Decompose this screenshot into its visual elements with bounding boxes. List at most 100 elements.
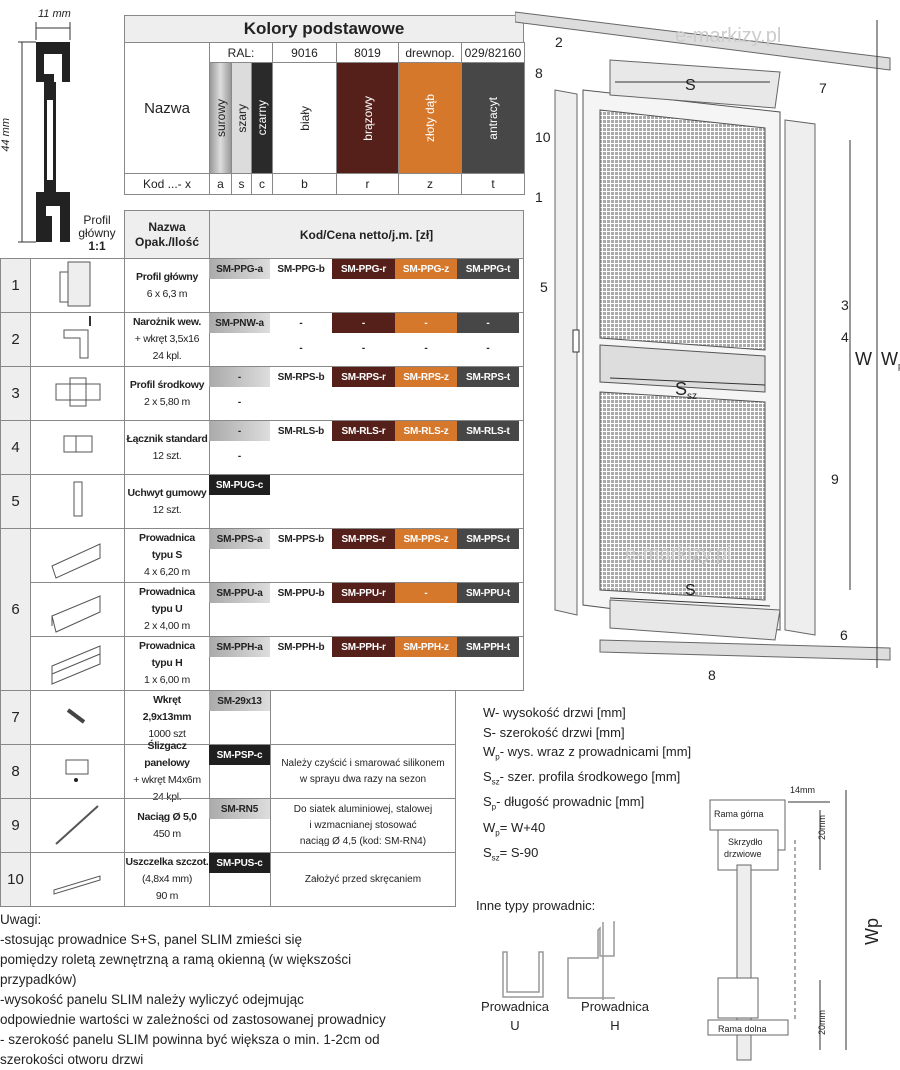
note-line: - szerokość panelu SLIM powinna być więk… (0, 1032, 380, 1047)
code-cell[interactable]: SM-PPG-a (209, 259, 270, 279)
svg-text:10: 10 (535, 129, 551, 145)
color-code: s (231, 173, 252, 195)
code-cell[interactable]: - (209, 367, 270, 387)
code-cell[interactable]: - (395, 583, 457, 603)
color-name: złoty dąb (423, 93, 437, 143)
row-number: 6 (0, 528, 31, 691)
color-name: biały (297, 105, 312, 131)
guide-u-icon (46, 580, 110, 639)
code-cell[interactable]: SM-PPG-b (270, 259, 332, 279)
code-cell[interactable]: SM-RPS-z (395, 367, 457, 387)
name-line: Prowadnica (139, 532, 195, 544)
svg-text:Skrzydło: Skrzydło (728, 837, 763, 847)
right-profile (784, 119, 816, 636)
middle-profile-icon (46, 364, 110, 423)
code-cell-secondary: - (237, 396, 242, 408)
svg-text:drzwiowe: drzwiowe (724, 849, 762, 859)
code-cell[interactable]: - (395, 313, 457, 333)
row-number: 10 (0, 852, 31, 907)
code-cell[interactable]: SM-PUS-c (209, 853, 270, 873)
code-cell[interactable]: SM-PPH-b (270, 637, 332, 657)
code-cell[interactable]: SM-PPG-z (395, 259, 457, 279)
guide-h-icon (46, 634, 110, 693)
svg-text:4: 4 (841, 329, 849, 345)
code-cell[interactable]: SM-PPH-r (332, 637, 395, 657)
code-cell[interactable]: SM-PPU-r (332, 583, 395, 603)
code-cell[interactable]: SM-RLS-b (270, 421, 332, 441)
code-cell[interactable]: SM-PPG-t (457, 259, 519, 279)
code-cell[interactable]: SM-RLS-r (332, 421, 395, 441)
item-image (30, 366, 125, 421)
profile-caption: Profil główny 1:1 (72, 214, 122, 253)
note-line: -stosując prowadnice S+S, panel SLIM zmi… (0, 932, 303, 947)
code-cell[interactable]: SM-RPS-t (457, 367, 519, 387)
upper-mesh (599, 109, 766, 351)
code-cell[interactable]: SM-RN5 (209, 799, 270, 819)
code-cell[interactable]: SM-PPS-t (457, 529, 519, 549)
brush-seal-icon (46, 850, 110, 909)
header-line: Nazwa (148, 219, 186, 234)
code-cell[interactable]: SM-PPS-r (332, 529, 395, 549)
color-swatch-r: brązowy (336, 62, 399, 174)
code-cell[interactable]: - (270, 313, 332, 333)
color-swatch-z: złoty dąb (398, 62, 462, 174)
code-cell[interactable]: SM-RPS-b (270, 367, 332, 387)
svg-text:2: 2 (555, 34, 563, 50)
code-cell[interactable]: SM-PPH-z (395, 637, 457, 657)
item-image (30, 582, 125, 637)
code-cell[interactable]: SM-PPG-r (332, 259, 395, 279)
middle-profile (599, 344, 766, 393)
top-guide-rail (515, 11, 891, 71)
item-name: Uszczelka szczot.(4,8x4 mm)90 m (124, 852, 210, 907)
note-line: pomiędzy roletą zewnętrzną a ramą okienn… (0, 952, 352, 967)
symbol-subscript: p (491, 802, 497, 812)
code-cell[interactable]: SM-PPH-a (209, 637, 270, 657)
color-swatch-s: szary (231, 62, 252, 174)
note-line: naciąg Ø 4,5 (kod: SM-RN4) (299, 835, 427, 847)
name-line: 2 x 4,00 m (143, 620, 191, 632)
code-cell[interactable]: - (457, 313, 519, 333)
code-cell[interactable]: - (332, 313, 395, 333)
svg-text:7: 7 (819, 80, 827, 96)
code-cell[interactable]: SM-PPS-b (270, 529, 332, 549)
label-line: Prowadnica (581, 999, 649, 1014)
code-cell[interactable]: SM-PNW-a (209, 313, 270, 333)
item-image (30, 798, 125, 853)
other-guides-title: Inne typy prowadnic: (476, 898, 596, 913)
name-line: 90 m (155, 890, 179, 902)
note-line: i wzmacnianej stosować (309, 819, 417, 831)
code-cell[interactable]: SM-PUG-c (209, 475, 270, 495)
description: - wysokość drzwi [mm] (495, 705, 626, 720)
code-cell[interactable]: SM-PPS-a (209, 529, 270, 549)
code-cell[interactable]: SM-29x13 (209, 691, 270, 711)
code-cell[interactable]: - (209, 421, 270, 441)
code-cell[interactable]: SM-PPS-z (395, 529, 457, 549)
code-cell[interactable]: SM-RLS-t (457, 421, 519, 441)
legend-item: Sp- długość prowadnic [mm] (483, 792, 691, 817)
code-cell-secondary: - (237, 450, 242, 462)
code-cell[interactable]: SM-PPH-t (457, 637, 519, 657)
code-cell[interactable]: SM-PPU-a (209, 583, 270, 603)
name-line: Prowadnica (139, 640, 195, 652)
code-cell[interactable]: SM-PPU-b (270, 583, 332, 603)
code-cell[interactable]: SM-PSP-c (209, 745, 270, 765)
note-line: Założyć przed skręcaniem (304, 873, 422, 885)
color-name: antracyt (486, 96, 500, 140)
left-profile (554, 89, 578, 616)
name-line: typu H (151, 657, 183, 669)
code-cell[interactable]: SM-PPU-t (457, 583, 519, 603)
name-line: 6 x 6,3 m (146, 287, 188, 300)
description: = W+40 (499, 820, 546, 835)
symbol-subscript: sz (491, 853, 500, 863)
color-code: b (272, 173, 337, 195)
code-cell[interactable]: SM-RLS-z (395, 421, 457, 441)
symbol: S (483, 769, 492, 785)
code-cell[interactable]: SM-RPS-r (332, 367, 395, 387)
svg-text:20mm: 20mm (817, 1010, 827, 1035)
